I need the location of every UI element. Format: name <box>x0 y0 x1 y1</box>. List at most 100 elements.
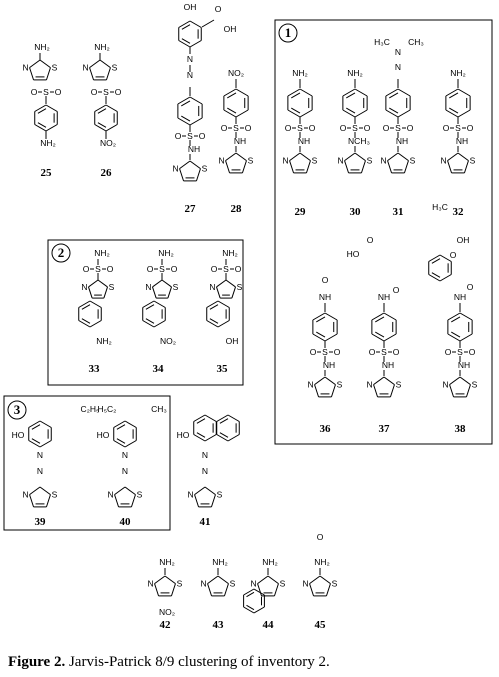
sulfonyl-o: O <box>443 123 450 133</box>
benzene-ring <box>193 414 206 422</box>
methyl-label: CH₃ <box>408 37 424 47</box>
thiazole-ring <box>319 575 331 585</box>
thiazole-ring <box>114 494 120 508</box>
thiazole-ring <box>204 486 216 496</box>
sulfonyl-s: S <box>455 123 461 133</box>
thiazole-ring <box>114 486 126 496</box>
benzene-ring <box>227 434 240 442</box>
sulfur-label: S <box>367 156 373 166</box>
triazene-n: N <box>395 62 401 72</box>
substituent-label: NH₂ <box>96 336 112 346</box>
benzene-ring <box>153 300 166 308</box>
sulfonyl-s: S <box>95 264 101 274</box>
benzene-ring <box>457 88 471 97</box>
amino-label: NH₂ <box>34 42 50 52</box>
nh-label: NCH₃ <box>348 136 370 146</box>
substituent-label: NH₂ <box>40 138 56 148</box>
thiazole-ring <box>39 486 51 496</box>
amino-label: NH₂ <box>222 248 238 258</box>
nitrogen-label: N <box>82 63 88 73</box>
sulfonyl-o: O <box>407 123 414 133</box>
benzene-ring <box>312 312 326 321</box>
thiazole-ring <box>167 286 172 299</box>
ethyl-label: C₂H₅ <box>80 404 99 414</box>
azo-n: N <box>37 450 43 460</box>
sulfonyl-o: O <box>310 347 317 357</box>
benzene-ring <box>204 414 217 422</box>
cluster-box-3 <box>3 395 171 531</box>
thiazole-ring <box>29 486 41 496</box>
sulfur-label: S <box>337 380 343 390</box>
sulfur-label: S <box>52 63 58 73</box>
benzene-ring <box>235 109 249 118</box>
azo-n: N <box>187 70 193 80</box>
benzene-ring <box>447 312 461 321</box>
thiazole-ring <box>225 152 237 162</box>
thiazole-ring <box>29 67 35 81</box>
sulfonyl-o: O <box>107 264 114 274</box>
nitrogen-label: N <box>302 579 308 589</box>
sulfur-label: S <box>332 579 338 589</box>
sulfur-label: S <box>52 490 58 500</box>
thiazole-ring <box>449 384 455 398</box>
thiazole-ring <box>210 494 216 508</box>
benzene-ring <box>243 588 255 596</box>
double-bond <box>145 304 155 310</box>
benzene-ring <box>124 440 137 448</box>
benzene-ring <box>439 274 452 282</box>
benzene-ring <box>243 606 255 614</box>
nh-label: NH <box>396 136 408 146</box>
benzene-ring <box>193 434 206 442</box>
compound-number: 37 <box>379 423 391 435</box>
sulfonyl-o: O <box>31 87 38 97</box>
sulfonyl-o: O <box>245 123 252 133</box>
thiazole-ring <box>387 152 399 162</box>
thiazole-ring <box>360 160 366 174</box>
triazene-n: N <box>395 47 401 57</box>
substituent-label: NH <box>454 292 466 302</box>
sulfur-label: S <box>248 156 254 166</box>
benzene-ring <box>342 88 356 97</box>
double-bond <box>81 304 91 310</box>
double-bond <box>145 318 155 324</box>
amino-label: NH₂ <box>314 557 330 567</box>
thiazole-ring <box>161 279 172 288</box>
double-bond <box>209 304 219 310</box>
sulfonyl-s: S <box>395 123 401 133</box>
azo-n: N <box>187 54 193 64</box>
benzene-ring <box>28 420 41 428</box>
carbonyl-o: O <box>450 250 457 260</box>
sulfur-label: S <box>237 282 243 292</box>
thiazole-ring <box>257 583 263 597</box>
thiazole-ring <box>325 583 331 597</box>
compound-number: 27 <box>185 203 197 215</box>
double-bond <box>196 432 206 438</box>
sulfonyl-o: O <box>211 264 218 274</box>
benzene-ring <box>178 40 191 48</box>
thiazole-ring <box>257 575 269 585</box>
benzene-ring <box>439 254 452 262</box>
sulfur-label: S <box>137 490 143 500</box>
benzene-ring <box>153 320 166 328</box>
benzene-ring <box>28 440 41 448</box>
sulfur-label: S <box>173 282 179 292</box>
thiazole-ring <box>447 160 453 174</box>
nitrogen-label: N <box>366 380 372 390</box>
compound-number: 38 <box>455 423 467 435</box>
benzene-ring <box>312 333 326 342</box>
sulfonyl-o: O <box>445 347 452 357</box>
nitrogen-label: N <box>337 156 343 166</box>
compound-number: 36 <box>320 423 332 435</box>
compound-number: 33 <box>89 363 101 375</box>
sulfonyl-s: S <box>381 347 387 357</box>
benzene-ring <box>45 124 58 132</box>
thiazole-ring <box>130 494 136 508</box>
substituent-label: NH <box>378 292 390 302</box>
thiazole-ring <box>152 279 163 288</box>
benzene-ring <box>34 104 47 112</box>
carbonyl-o: O <box>367 235 374 245</box>
thiazole-ring <box>309 583 315 597</box>
sulfur-label: S <box>410 156 416 166</box>
sulfonyl-s: S <box>233 123 239 133</box>
benzene-ring <box>397 88 411 97</box>
